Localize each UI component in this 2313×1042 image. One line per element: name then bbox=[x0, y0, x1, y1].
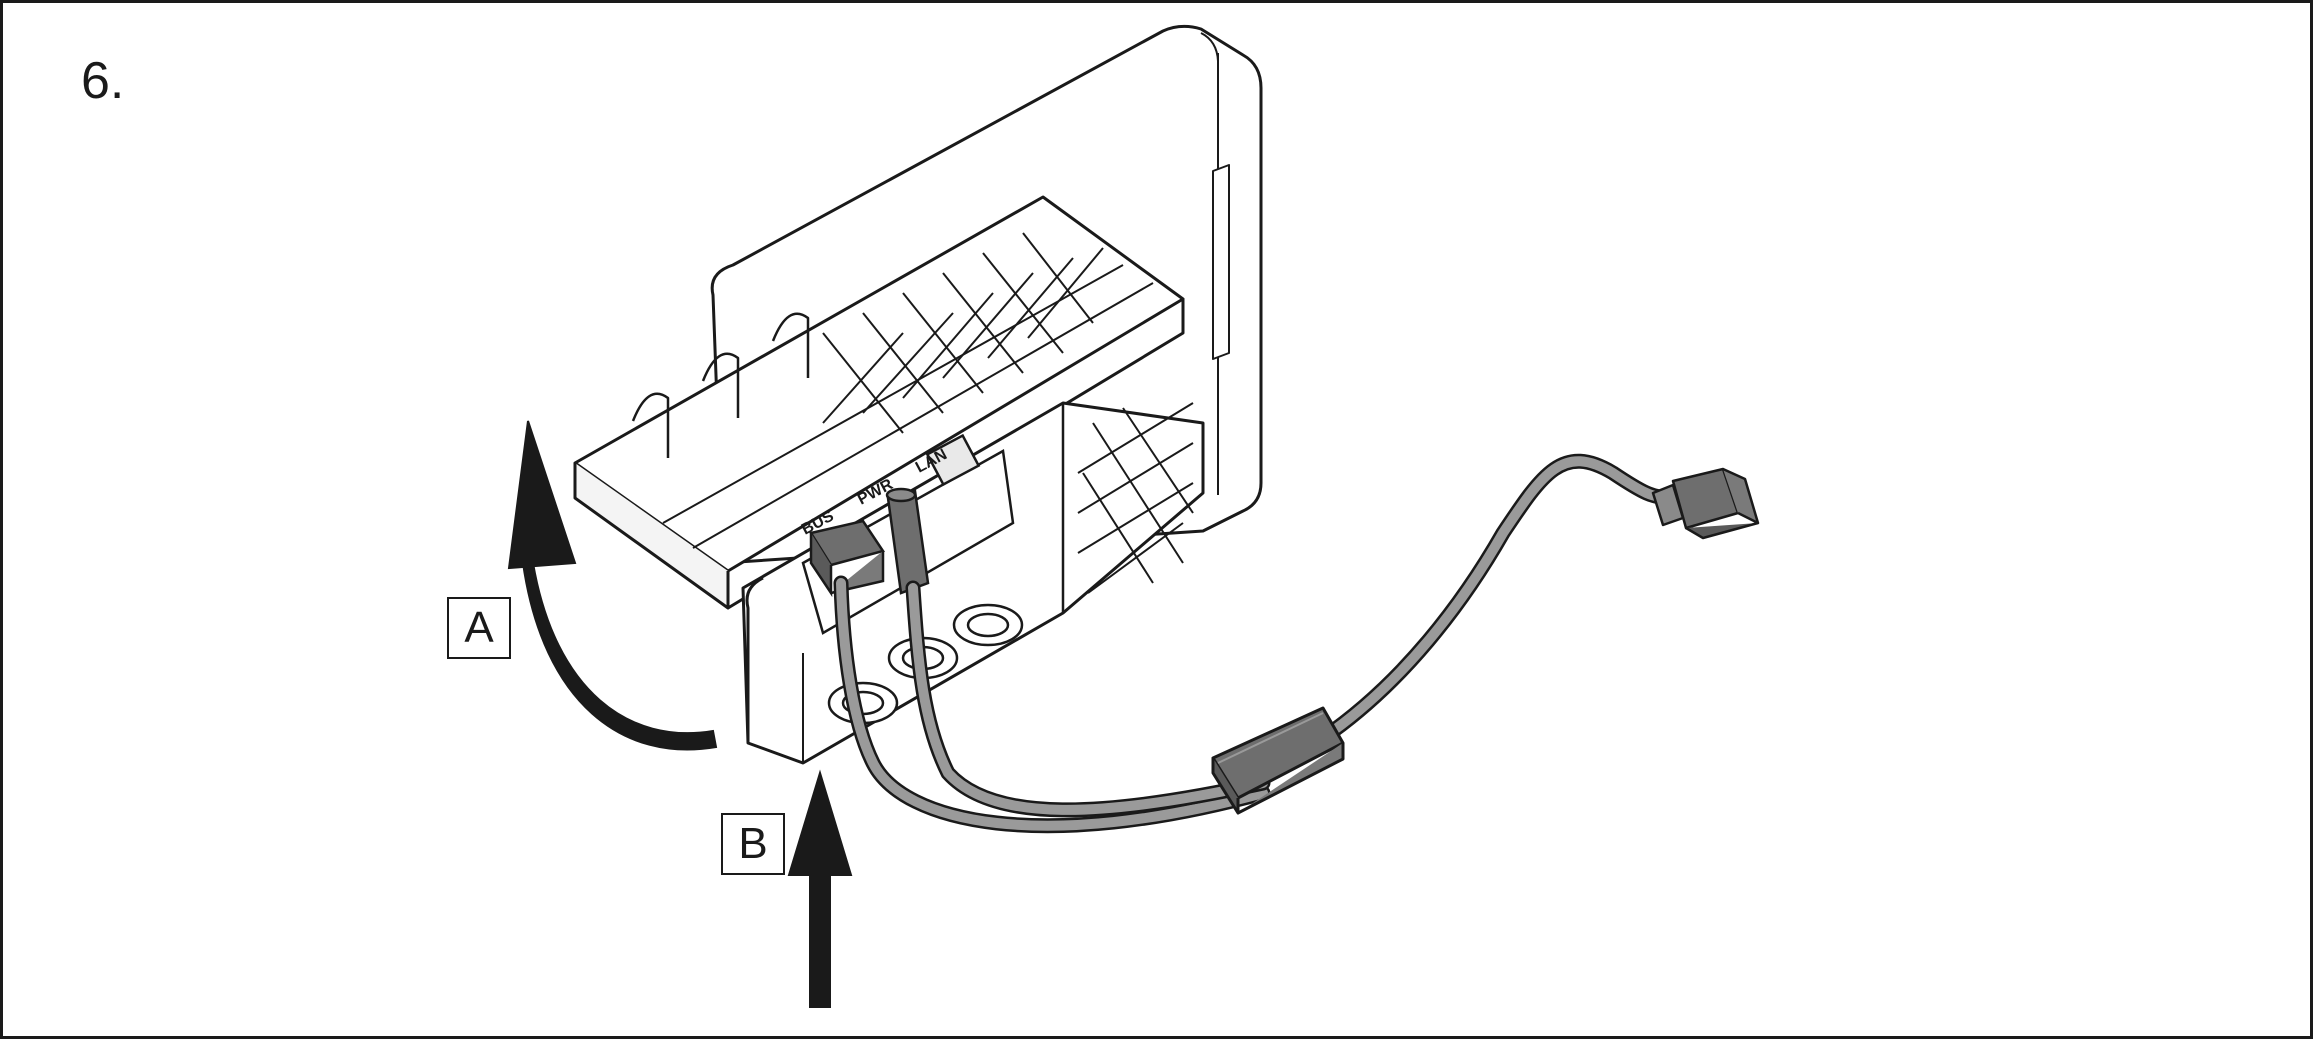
pwr-plug bbox=[885, 487, 930, 595]
step-number: 6. bbox=[81, 52, 125, 110]
callout-b-label: B bbox=[721, 813, 785, 875]
cable-junction-block bbox=[1211, 706, 1345, 815]
base-lattice bbox=[1077, 402, 1194, 594]
device-installation-drawing: BUS PWR LAN bbox=[507, 24, 1760, 1008]
lid-lattice bbox=[822, 232, 1104, 434]
lan-port bbox=[925, 433, 981, 487]
end-connector bbox=[1651, 467, 1760, 540]
arrow-b bbox=[787, 769, 853, 1008]
callout-a-label: A bbox=[447, 597, 511, 659]
arrow-a bbox=[507, 420, 718, 751]
cable-assembly bbox=[833, 453, 1679, 834]
